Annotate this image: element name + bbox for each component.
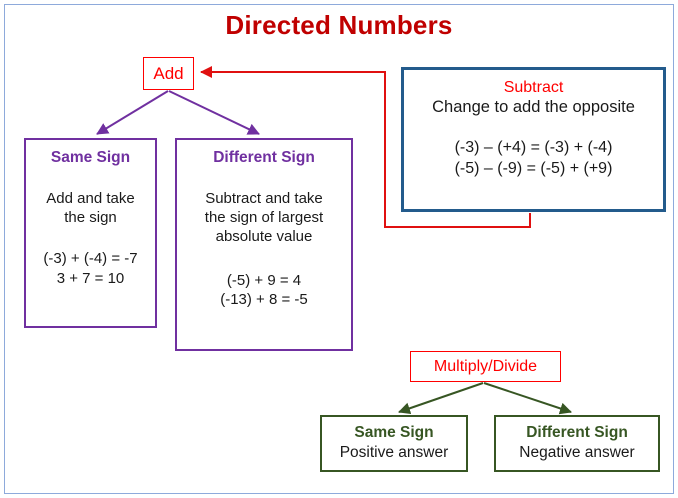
node-same-sign-multiply[interactable]: Same Sign Positive answer: [320, 415, 468, 472]
node-body-line: Subtract and take: [205, 190, 323, 207]
node-subtract[interactable]: Subtract Change to add the opposite (-3)…: [401, 67, 666, 212]
node-title: Subtract: [503, 79, 564, 96]
example-line: (-3) – (+4) = (-3) + (-4): [454, 139, 613, 156]
node-multiply-divide[interactable]: Multiply/Divide: [410, 351, 561, 382]
node-examples: (-5) + 9 = 4 (-13) + 8 = -5: [220, 271, 308, 309]
node-examples: (-3) + (-4) = -7 3 + 7 = 10: [43, 249, 137, 287]
node-body: Negative answer: [519, 444, 635, 461]
node-body: Add and take the sign: [46, 189, 134, 227]
example-line: 3 + 7 = 10: [56, 269, 125, 287]
connector-multiply-to-different-sign: [483, 382, 572, 415]
example-line: (-13) + 8 = -5: [220, 290, 308, 308]
node-different-sign-multiply[interactable]: Different Sign Negative answer: [494, 415, 660, 472]
connector-multiply-to-same-sign: [398, 382, 484, 415]
node-body-line: Add and take: [46, 190, 135, 207]
node-title: Different Sign: [213, 149, 315, 166]
node-title: Same Sign: [50, 149, 131, 166]
node-title: Same Sign: [354, 424, 434, 441]
connector-add-to-different-sign: [168, 90, 260, 135]
node-add-label: Add: [153, 63, 184, 83]
example-line: (-3) + (-4) = -7: [43, 250, 138, 268]
node-body-line: absolute value: [215, 228, 313, 246]
node-body: Change to add the opposite: [432, 98, 635, 116]
node-body-line: the sign: [64, 209, 117, 227]
node-body-line: the sign of largest: [204, 209, 324, 227]
node-add[interactable]: Add: [143, 57, 194, 90]
node-body: Positive answer: [339, 444, 449, 461]
page-title: Directed Numbers: [225, 10, 453, 40]
node-multiply-divide-label: Multiply/Divide: [433, 357, 538, 375]
node-same-sign-addition[interactable]: Same Sign Add and take the sign (-3) + (…: [24, 138, 157, 328]
node-body: Subtract and take the sign of largest ab…: [205, 189, 323, 247]
connector-add-to-same-sign: [96, 90, 169, 135]
node-examples: (-3) – (+4) = (-3) + (-4) (-5) – (-9) = …: [455, 138, 613, 180]
example-line: (-5) + 9 = 4: [226, 271, 302, 289]
connector-subtract-to-add: [200, 66, 531, 228]
node-different-sign-addition[interactable]: Different Sign Subtract and take the sig…: [175, 138, 353, 351]
node-title: Different Sign: [526, 424, 628, 441]
example-line: (-5) – (-9) = (-5) + (+9): [454, 159, 613, 177]
